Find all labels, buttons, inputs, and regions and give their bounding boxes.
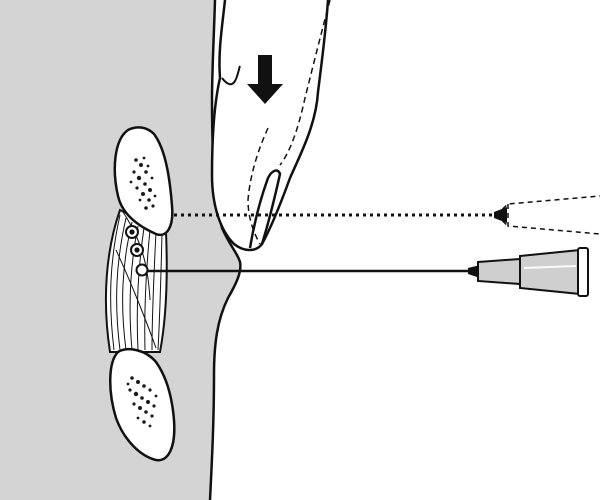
finger-dashed-contour	[279, 0, 331, 166]
previous-needle-path	[174, 195, 600, 235]
vessel-middle-core	[134, 247, 140, 253]
finger-crease	[221, 65, 241, 86]
fingernail	[248, 169, 282, 249]
down-arrow-icon	[247, 55, 283, 104]
lower-bone-outline	[108, 348, 176, 462]
needle-hub-rim	[577, 247, 589, 297]
needle-hub-highlight	[523, 265, 577, 269]
upper-bone	[113, 126, 174, 237]
dashed-needle-tip	[494, 207, 507, 223]
fingertip-dashed-contour	[247, 127, 269, 245]
fibrous-bundle	[104, 208, 168, 353]
needle	[148, 247, 589, 297]
skin-surface-line	[208, 0, 242, 500]
target-nerve	[135, 263, 149, 277]
bundle-fibers	[110, 211, 163, 351]
upper-bone-marrow-dots	[129, 156, 157, 210]
upper-bone-outline	[113, 126, 174, 237]
vessel-upper-core	[129, 229, 135, 235]
needle-hub-barrel	[519, 248, 581, 296]
finger-outline	[210, 0, 330, 252]
lower-bone-marrow-dots	[126, 376, 158, 428]
dashed-needle-hub-outline	[495, 195, 600, 235]
needle-hub-base	[477, 257, 521, 286]
finger	[210, 0, 331, 252]
lower-bone	[108, 348, 176, 462]
vessel-circles	[125, 225, 149, 277]
